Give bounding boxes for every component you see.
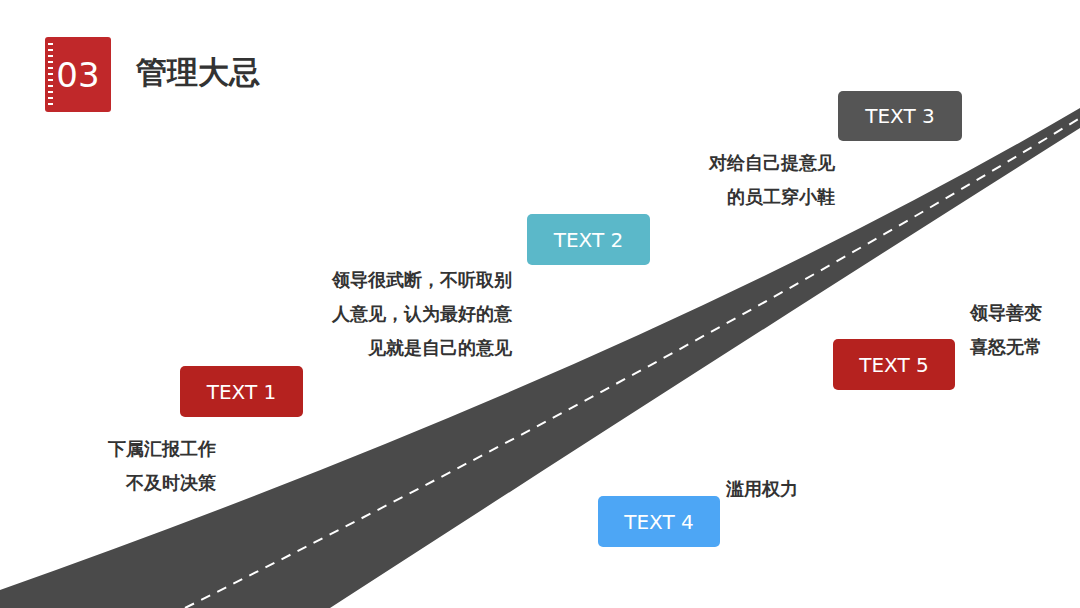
step-label: TEXT 4 (624, 510, 694, 534)
section-badge: 03 (45, 37, 111, 112)
road-center-line (185, 118, 1080, 608)
road-surface (0, 108, 1080, 608)
step-box: TEXT 4 (598, 496, 720, 547)
step-label: TEXT 2 (554, 228, 624, 252)
step-box: TEXT 2 (527, 214, 650, 265)
step-label: TEXT 1 (207, 380, 277, 404)
step-label: TEXT 3 (865, 104, 935, 128)
spiral-binding (47, 37, 57, 112)
step-box: TEXT 5 (833, 339, 955, 390)
description-text: 领导善变 喜怒无常 (970, 296, 1047, 364)
description-text: 领导很武断，不听取别 人意见，认为最好的意 见就是自己的意见 (327, 263, 512, 365)
description-text: 下属汇报工作 不及时决策 (103, 432, 216, 500)
description-text: 对给自己提意见 的员工穿小鞋 (704, 146, 835, 214)
slide-title: 管理大忌 (136, 52, 260, 94)
description-text: 滥用权力 (726, 472, 816, 506)
step-label: TEXT 5 (859, 353, 929, 377)
step-box: TEXT 3 (838, 91, 962, 141)
section-number: 03 (56, 55, 99, 95)
step-box: TEXT 1 (180, 366, 303, 417)
